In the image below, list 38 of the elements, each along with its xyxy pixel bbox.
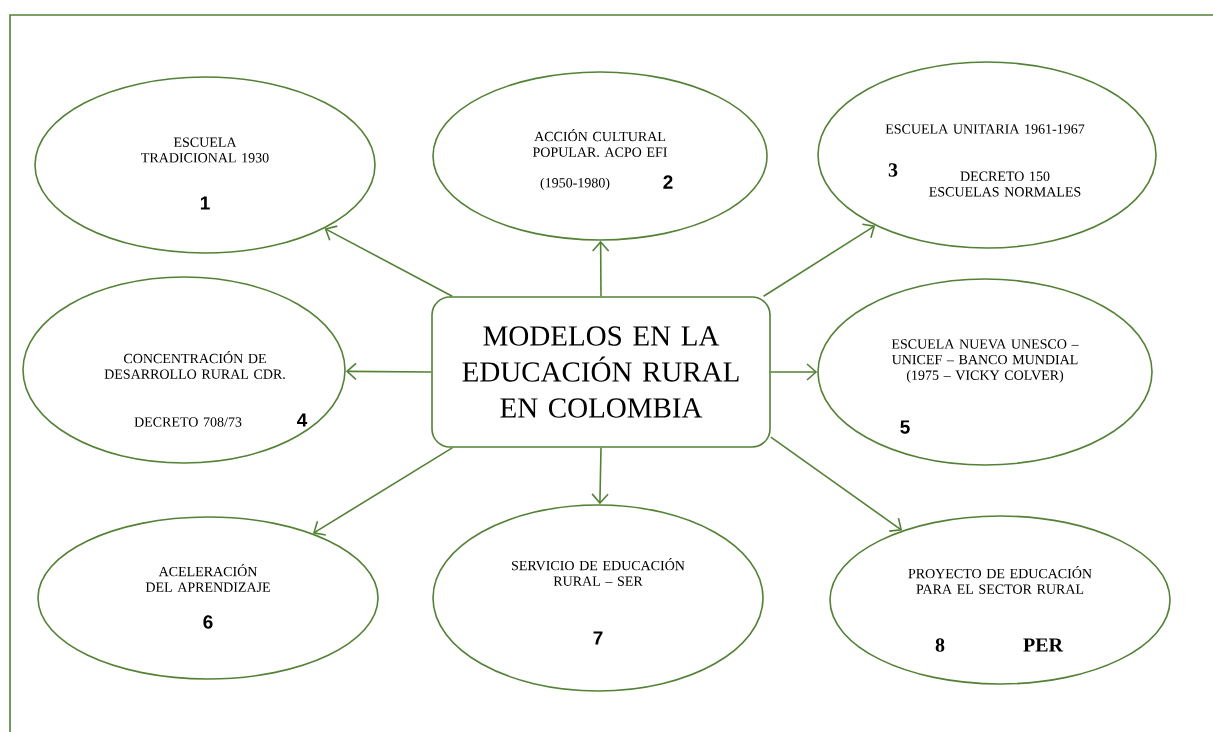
code-text: PER: [1023, 638, 1064, 652]
item-number: 4: [297, 413, 308, 427]
item-number: 1: [200, 196, 210, 210]
model-text: ESCUELA NUEVA UNESCO – UNICEF – BANCO MUNDIAL (1975 – VICKY COLVER): [891, 339, 1079, 383]
item-number: 7: [593, 631, 603, 645]
model-text: PROYECTO DE EDUCACIÓN PARA EL SECTOR RURAL: [908, 566, 1092, 594]
title-text: MODELOS EN LA EDUCACIÓN RURAL EN COLOMBIA: [462, 326, 739, 418]
model-text: DECRETO 150 ESCUELAS NORMALES: [929, 171, 1081, 197]
model-text: CONCENTRACIÓN DE DESARROLLO RURAL CDR.: [104, 351, 285, 379]
model-text: ESCUELA TRADICIONAL 1930: [141, 137, 269, 163]
model-text: ESCUELA UNITARIA 1961-1967: [885, 124, 1085, 134]
model-text: ACCIÓN CULTURAL POPULAR. ACPO EFI: [532, 129, 667, 157]
model-text: DECRETO 708/73: [134, 417, 242, 427]
arrow: [591, 240, 610, 297]
arrow: [770, 363, 818, 381]
arrow: [312, 447, 454, 536]
arrow: [762, 223, 876, 297]
title-box: [431, 296, 771, 448]
item-number: 3: [888, 163, 898, 177]
model-ellipse: [22, 276, 346, 464]
arrow: [591, 447, 609, 505]
arrow: [345, 362, 432, 381]
model-ellipse: [37, 516, 379, 680]
model-ellipse: [817, 278, 1153, 466]
model-text: SERVICIO DE EDUCACIÓN RURAL – SER: [512, 558, 685, 586]
item-number: 2: [663, 175, 673, 189]
model-ellipse: [817, 61, 1157, 249]
date-text: (1950-1980): [540, 177, 610, 191]
model-ellipse: [432, 71, 768, 241]
item-number: 6: [203, 615, 213, 629]
arrow: [770, 436, 903, 532]
arrow: [324, 225, 454, 297]
model-text: ACELERACIÓN DEL APRENDIZAJE: [145, 564, 270, 592]
model-ellipse: [829, 515, 1171, 685]
model-ellipse: [34, 76, 376, 254]
item-number: 5: [900, 420, 910, 434]
model-ellipse: [432, 504, 764, 692]
item-number: 8: [935, 638, 945, 652]
